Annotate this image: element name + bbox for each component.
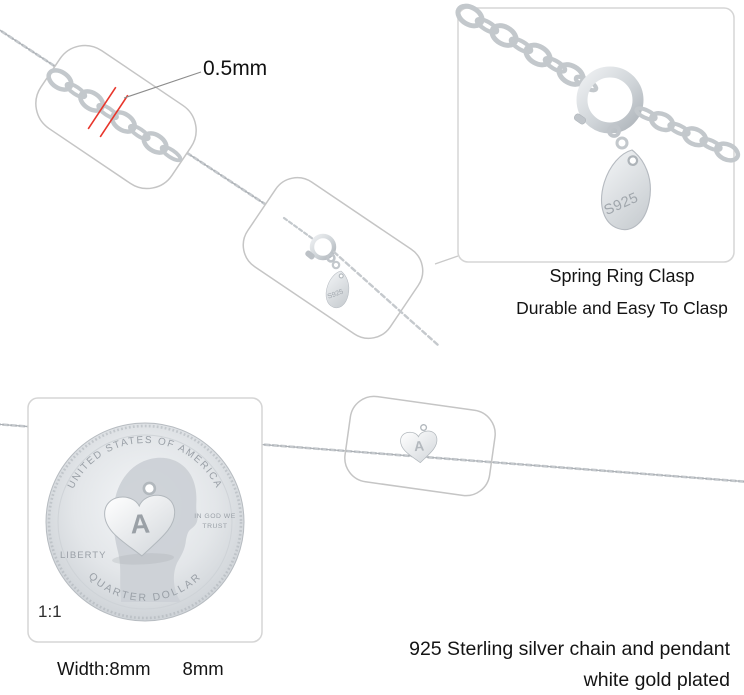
callout-connector-line: [434, 255, 459, 265]
width-spec-line: Width:8mm 8mm: [57, 658, 224, 680]
pendant-initial-small: A: [414, 437, 425, 454]
measure-leader-line: [123, 71, 202, 99]
clasp-subtitle: Durable and Easy To Clasp: [516, 298, 728, 318]
scale-ratio-label: 1:1: [38, 602, 62, 621]
clasp-callout: S925: [242, 176, 459, 347]
width-value: 8mm: [182, 658, 224, 679]
chain-measure-callout: [35, 44, 202, 190]
magnified-chain-links: [46, 68, 183, 163]
pendant-initial: A: [130, 509, 151, 540]
coin-zoom-panel: UNITED STATES OF AMERICA QUARTER DOLLAR …: [27, 397, 263, 643]
zoom-chain-links-left: [455, 3, 599, 93]
clasp-text-block: Spring Ring Clasp Durable and Easy To Cl…: [498, 266, 744, 319]
heart-callout: A: [344, 395, 496, 497]
clasp-lever-small: [305, 250, 315, 260]
clasp-zoom-panel: S925: [455, 3, 741, 263]
material-line2: white gold plated: [583, 669, 730, 691]
pendant-bail-icon: [142, 481, 157, 496]
coin-motto-line2: TRUST: [202, 523, 227, 530]
width-label: Width:8mm: [57, 658, 151, 679]
clasp-loop: [607, 124, 621, 138]
jump-ring: [615, 136, 629, 150]
material-text-block: 925 Sterling silver chain and pendant wh…: [250, 634, 730, 695]
heart-pendant-large: A: [103, 481, 178, 565]
measure-marks: [87, 86, 129, 138]
spring-ring-clasp-small: [309, 233, 337, 261]
wire-diameter-label: 0.5mm: [203, 57, 268, 80]
coin-motto-line1: IN GOD WE: [194, 513, 236, 520]
clasp-lever: [574, 113, 586, 125]
clasp-title: Spring Ring Clasp: [549, 266, 695, 286]
heart-pendant-small: A: [399, 423, 439, 465]
coin-liberty-text: LIBERTY: [60, 550, 106, 561]
material-line1: 925 Sterling silver chain and pendant: [409, 638, 730, 660]
zoom-chain-links-right: [634, 106, 741, 163]
